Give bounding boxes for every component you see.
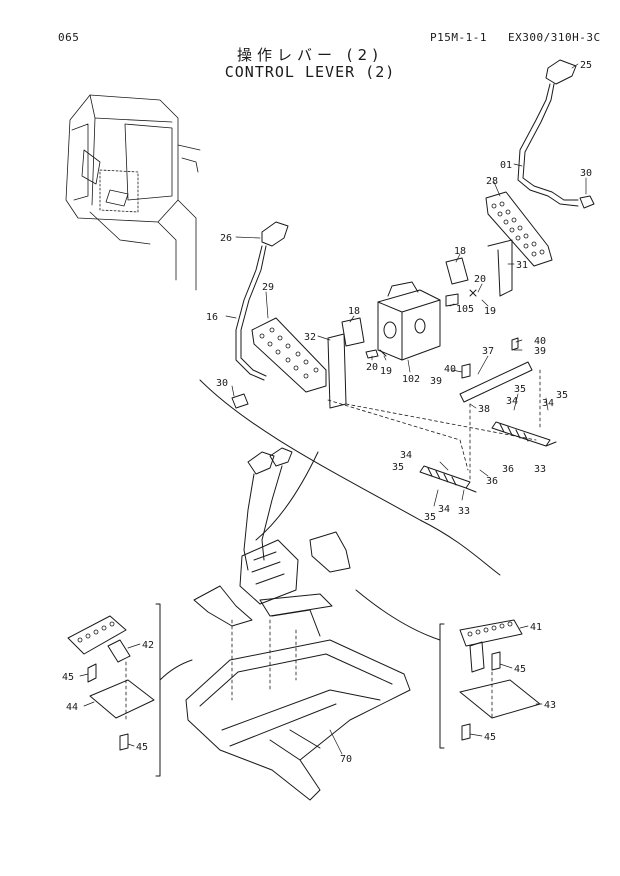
section-curves: [155, 379, 501, 777]
brackets: [327, 239, 513, 409]
left-lever-assembly: [231, 221, 327, 409]
callout-labels: 25 01 30 28 26 18 31 20 19 105 16 29 18 …: [62, 60, 592, 765]
callout-39a: 39: [534, 346, 546, 357]
callout-38: 38: [478, 404, 490, 415]
left-lever-grip: [261, 221, 289, 247]
callout-29: 29: [262, 282, 274, 293]
callout-30a: 30: [580, 168, 592, 179]
callout-35a: 35: [514, 384, 526, 395]
floor-plate-70: [185, 639, 411, 801]
callout-18b: 18: [348, 306, 360, 317]
callout-43: 43: [544, 700, 556, 711]
title-japanese: 操作レバー (2): [236, 46, 384, 64]
callout-44: 44: [66, 702, 78, 713]
page-number: 065: [58, 31, 80, 44]
model-code: EX300/310H-3C: [508, 31, 601, 44]
callout-34a: 34: [506, 396, 518, 407]
cable-bracket-37: [459, 337, 533, 403]
callout-34c: 34: [400, 450, 412, 461]
callout-102: 102: [402, 374, 420, 385]
callout-18a: 18: [454, 246, 466, 257]
callout-105: 105: [456, 304, 474, 315]
callout-20b: 20: [366, 362, 378, 373]
callout-42: 42: [142, 640, 154, 651]
callout-26: 26: [220, 233, 232, 244]
callout-36a: 36: [502, 464, 514, 475]
callout-45a: 45: [62, 672, 74, 683]
callout-35b: 35: [556, 390, 568, 401]
cab-overview-sketch: [65, 94, 201, 291]
right-pedal-28: [485, 191, 553, 267]
callout-16: 16: [206, 312, 218, 323]
callout-28: 28: [486, 176, 498, 187]
right-lever-assembly: [485, 59, 595, 267]
callout-30b: 30: [216, 378, 228, 389]
callout-41: 41: [530, 622, 542, 633]
callout-33a: 33: [534, 464, 546, 475]
callout-36b: 36: [486, 476, 498, 487]
callout-33b: 33: [458, 506, 470, 517]
callout-40a: 40: [534, 336, 546, 347]
callout-45d: 45: [484, 732, 496, 743]
left-pedal-29: [251, 317, 327, 393]
callout-19b: 19: [380, 366, 392, 377]
callout-45b: 45: [136, 742, 148, 753]
figure-code: P15M-1-1: [430, 31, 487, 44]
callout-45c: 45: [514, 664, 526, 675]
leader-lines: [79, 63, 587, 755]
callout-32: 32: [304, 332, 316, 343]
callout-35d: 35: [424, 512, 436, 523]
callout-35c: 35: [392, 462, 404, 473]
assembly-lines: [125, 369, 541, 721]
callout-34d: 34: [438, 504, 450, 515]
callout-70: 70: [340, 754, 352, 765]
cable-rod-lower-33: [419, 465, 477, 493]
callout-01: 01: [500, 160, 512, 171]
assembled-lever-set: [193, 447, 351, 637]
callout-31: 31: [516, 260, 528, 271]
cable-rod-upper-33: [491, 421, 557, 447]
callout-34b: 34: [542, 398, 554, 409]
callout-40b: 40: [444, 364, 456, 375]
right-lever-grip: [545, 59, 577, 85]
left-pedal-detail: [67, 615, 155, 751]
callout-37: 37: [482, 346, 494, 357]
right-pedal-detail: [459, 619, 541, 741]
callout-39b: 39: [430, 376, 442, 387]
title-english: CONTROL LEVER (2): [224, 63, 396, 81]
pilot-valve-102: [377, 281, 441, 361]
callout-19a: 19: [484, 306, 496, 317]
callout-25: 25: [580, 60, 592, 71]
callout-20a: 20: [474, 274, 486, 285]
